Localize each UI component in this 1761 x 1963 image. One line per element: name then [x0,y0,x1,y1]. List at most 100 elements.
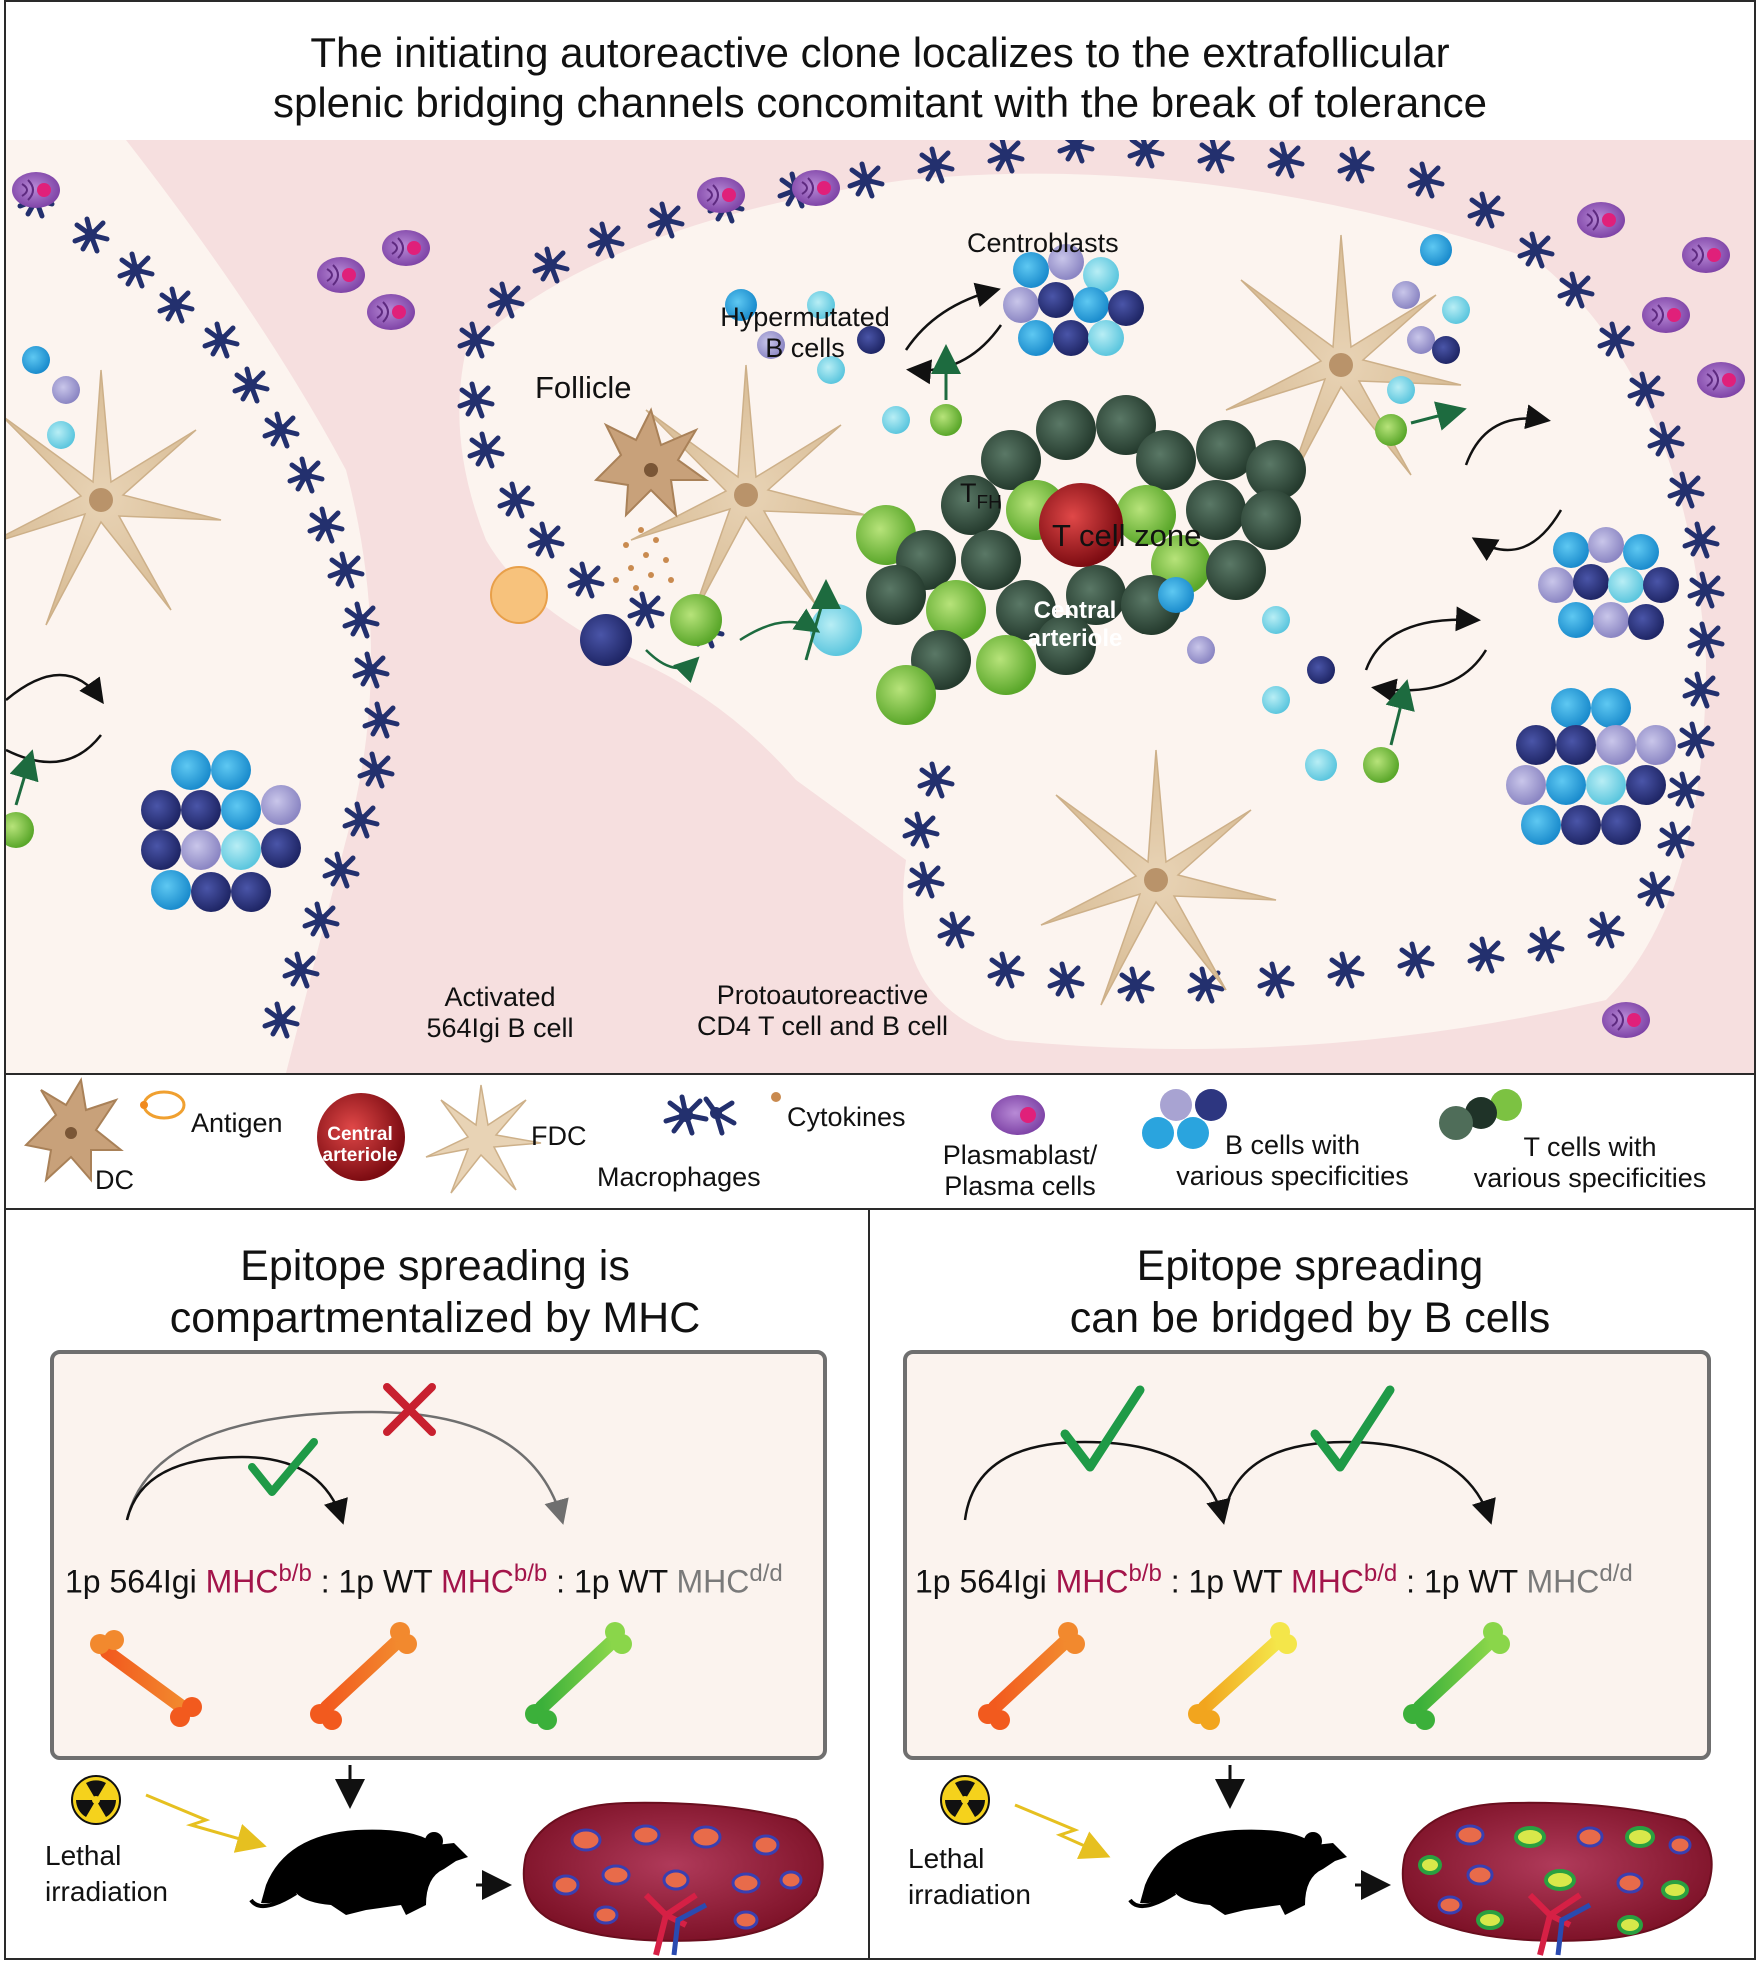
fdc-icon [425,1084,542,1194]
legend-central-line2: arteriole [322,1145,398,1166]
radiation-icon [940,1775,990,1825]
centroblast-cluster-lower [1506,688,1676,845]
spleen-illustration [6,140,1754,1073]
label-central-line1: Central [1033,597,1117,624]
bone-icon-orange [978,1622,1085,1730]
legend-tcells-line2: various specificities [1473,1163,1707,1193]
t-cells-icon [1439,1089,1522,1140]
label-activated-line2: 564Igi B cell [426,1013,574,1043]
mouse-icon [249,1829,468,1915]
centroblast-cluster-left [141,750,301,912]
label-central-arteriole: Central arteriole [1015,597,1135,653]
check-icon-1 [1060,1385,1145,1472]
right-f1: 1p 564Igi [915,1563,1056,1600]
left-irr-line1: Lethal [45,1840,122,1871]
bone-icon-green [1403,1622,1510,1730]
left-f3-mhc: MHC [676,1563,750,1600]
main-title-line1: The initiating autoreactive clone locali… [310,29,1450,76]
label-t-cell-zone: T cell zone [1052,518,1202,553]
left-irradiation-graphic [71,1765,824,1956]
right-f3-sup: d/d [1599,1560,1633,1587]
right-f3: : 1p WT [1397,1563,1527,1600]
right-arc-2 [1221,1440,1496,1525]
b-cells-icon [1142,1089,1227,1149]
right-irradiation-graphic [940,1765,1713,1956]
central-arteriole-icon [317,1093,405,1181]
legend-central-line1: Central [327,1124,393,1145]
right-f2: : 1p WT [1161,1563,1292,1600]
left-arc-gray [125,1410,569,1525]
check-icon [248,1438,318,1496]
label-proto-line1: Protoautoreactive [716,980,929,1010]
label-central-line2: arteriole [1027,625,1123,652]
legend-bcells-line2: various specificities [1176,1161,1409,1191]
label-activated-b-cell: Activated 564Igi B cell [400,982,600,1044]
antigen-icon [140,1090,186,1120]
macrophage-icon [663,1094,737,1136]
dc-icon [23,1077,124,1183]
left-title-line1: Epitope spreading is [240,1242,630,1290]
centroblast-cluster-right [1538,527,1679,640]
label-tfh-sub: FH [976,492,1002,514]
left-irr-line2: irradiation [45,1876,168,1907]
bone-icon-orange-1 [90,1630,202,1727]
bone-icon-green [525,1622,632,1730]
main-title: The initiating autoreactive clone locali… [40,28,1720,128]
legend-bcells-label: B cells with various specificities [1160,1130,1425,1192]
dendritic-cell-main [593,407,710,518]
right-f2-sup: b/d [1363,1560,1398,1587]
bone-icon-orange-2 [310,1622,417,1730]
label-centroblasts: Centroblasts [967,228,1119,258]
cross-icon [383,1383,436,1436]
spleen-icon [1401,1801,1713,1956]
right-formula: 1p 564Igi MHCb/b : 1p WT MHCb/d : 1p WT … [915,1560,1633,1601]
left-f3-sup: d/d [749,1560,783,1587]
main-title-line2: splenic bridging channels concomitant wi… [272,79,1488,126]
right-panel-title: Epitope spreading can be bridged by B ce… [880,1240,1740,1344]
legend-bcells-line1: B cells with [1224,1130,1361,1160]
right-chimera-arrows [963,1385,1510,1730]
legend-cytokines-label: Cytokines [787,1102,906,1132]
legend-tcells-label: T cells with various specificities [1450,1132,1730,1194]
check-icon-2 [1310,1385,1395,1472]
right-f1-mhc: MHC [1055,1563,1129,1600]
left-arc-black [125,1455,348,1525]
label-tfh: TFH [960,478,1002,518]
right-chimera-box [903,1350,1711,1760]
legend-tcells-line1: T cells with [1523,1132,1657,1162]
legend-dc-label: DC [95,1165,134,1195]
legend-macrophages-label: Macrophages [597,1162,761,1192]
centroblast-cluster-top [1003,244,1144,356]
left-irradiation-label: Lethal irradiation [45,1838,168,1910]
legend-plasmablast-line1: Plasmablast/ [942,1140,1098,1170]
bone-icon-yellow [1188,1622,1297,1730]
left-f2-mhc: MHC [441,1563,514,1600]
right-title-line1: Epitope spreading [1136,1242,1484,1290]
left-f3: : 1p WT [547,1563,677,1600]
spleen-icon [522,1801,824,1956]
right-f1-sup: b/b [1128,1560,1162,1587]
mouse-icon [1128,1829,1347,1915]
legend-central-arteriole-label: Central arteriole [305,1124,415,1166]
right-irradiation-label: Lethal irradiation [908,1841,1031,1913]
left-f1: 1p 564Igi [65,1563,206,1600]
right-irr-line1: Lethal [908,1843,985,1874]
legend-plasmablast-label: Plasmablast/ Plasma cells [920,1140,1120,1202]
left-f2: : 1p WT [311,1563,442,1600]
lightning-arrow [145,1793,267,1853]
left-title-line2: compartmentalized by MHC [169,1294,701,1342]
legend-icons [23,1077,1522,1194]
right-title-line2: can be bridged by B cells [1069,1294,1551,1342]
left-f1-sup: b/b [278,1560,312,1587]
label-protoautoreactive: Protoautoreactive CD4 T cell and B cell [680,980,965,1042]
left-chimera-arrows [90,1383,632,1730]
t-cell-zone-cluster [856,395,1306,725]
label-proto-line2: CD4 T cell and B cell [696,1011,949,1041]
right-f3-mhc: MHC [1526,1563,1600,1600]
plasma-cell-icon [991,1095,1045,1135]
label-follicle: Follicle [535,370,632,405]
legend-antigen-label: Antigen [191,1108,283,1138]
right-irr-line2: irradiation [908,1879,1031,1910]
label-hypermutated-line2: B cells [765,333,845,363]
left-panel-title: Epitope spreading is compartmentalized b… [20,1240,850,1344]
